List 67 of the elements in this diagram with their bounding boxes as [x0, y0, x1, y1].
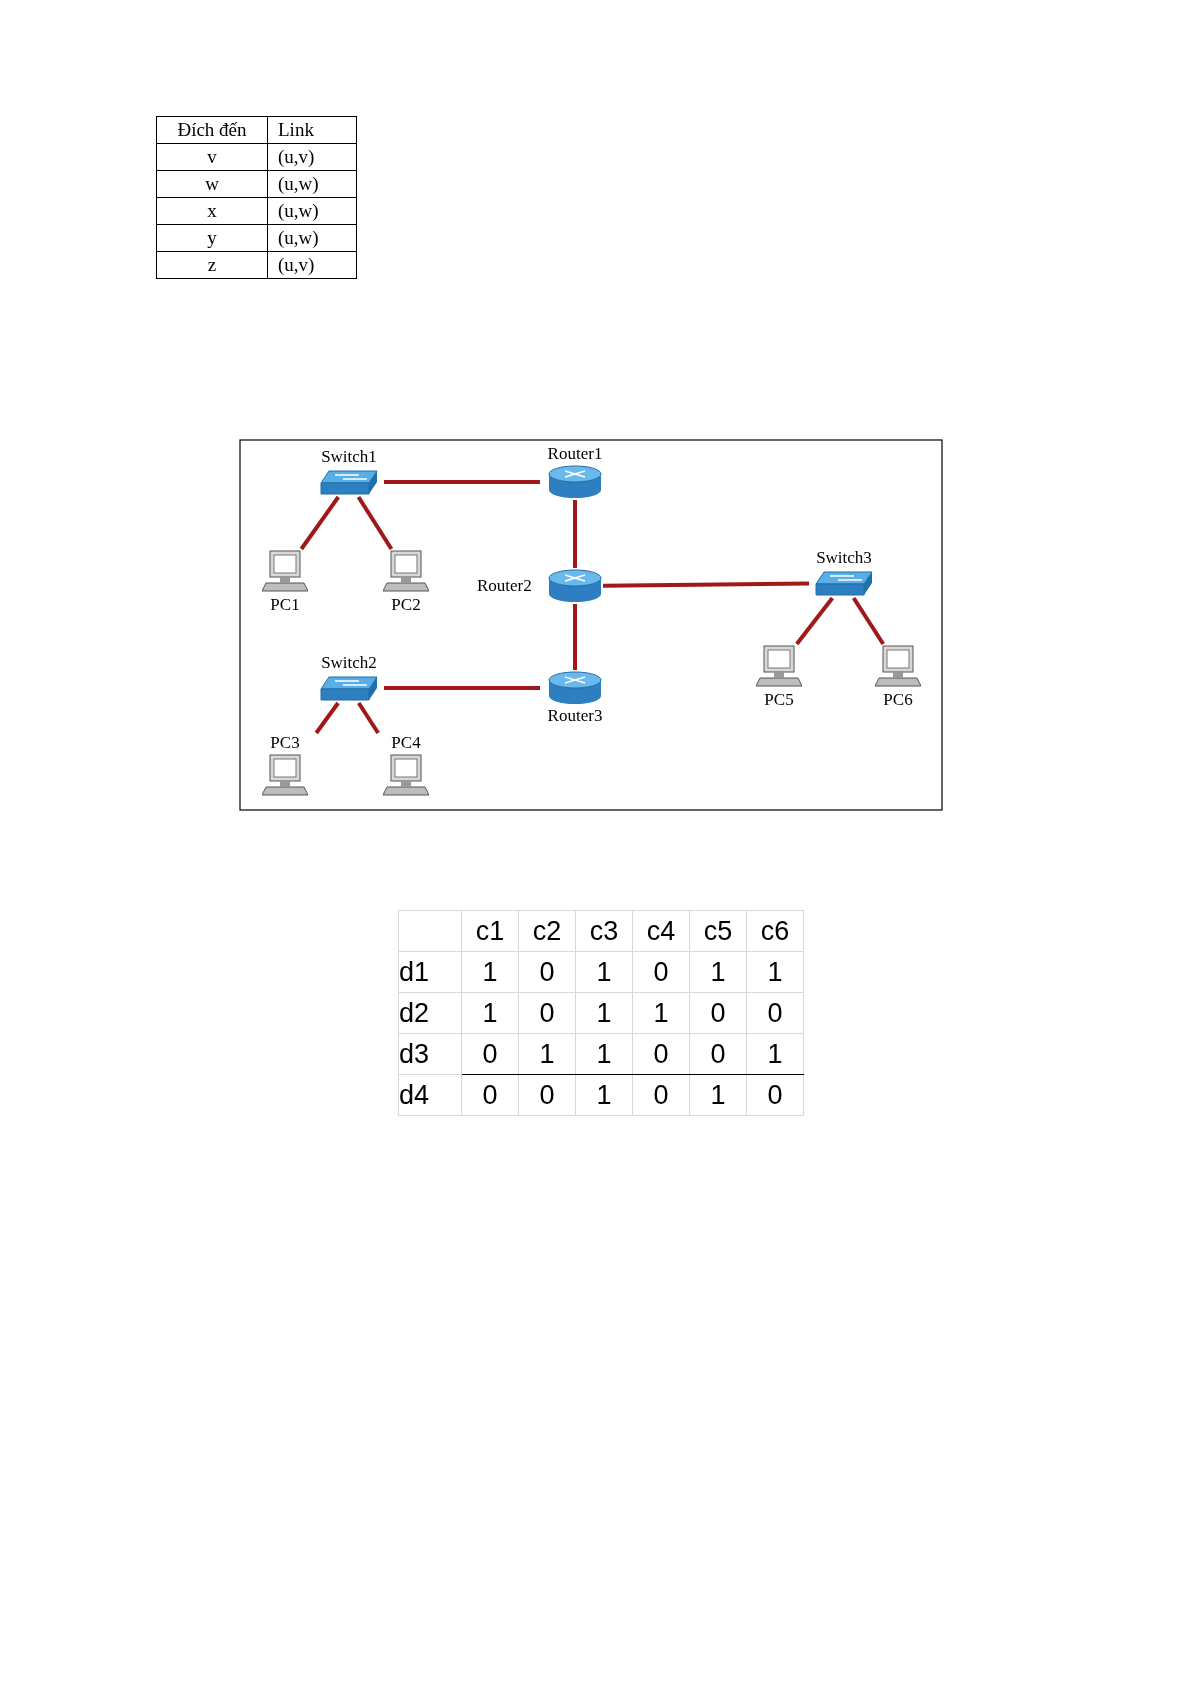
- device-label: PC5: [764, 690, 794, 710]
- device-label: Router1: [547, 444, 603, 464]
- table-cell: c6: [746, 910, 804, 952]
- table-cell: 0: [689, 1033, 747, 1075]
- table-cell: 1: [518, 1033, 576, 1075]
- table-cell: 1: [746, 1033, 804, 1075]
- table-cell: x: [156, 197, 268, 225]
- device-label: PC6: [883, 690, 913, 710]
- network-link: [602, 581, 810, 588]
- table-cell: (u,w): [267, 197, 357, 225]
- device-label: Router2: [477, 576, 533, 596]
- table-cell: 1: [461, 951, 519, 993]
- network-link: [299, 495, 340, 551]
- table-cell: 0: [746, 1074, 804, 1116]
- table-cell: 1: [632, 992, 690, 1034]
- network-link: [384, 480, 540, 484]
- table-cell: 0: [632, 951, 690, 993]
- table-cell: d4: [398, 1074, 462, 1116]
- device-label: Switch1: [321, 447, 377, 467]
- table-cell: c4: [632, 910, 690, 952]
- device-label: Switch3: [816, 548, 872, 568]
- table-cell: 0: [518, 951, 576, 993]
- table-cell: 0: [518, 992, 576, 1034]
- device-label: Switch2: [321, 653, 377, 673]
- table-cell: (u,v): [267, 143, 357, 171]
- table-cell: d2: [398, 992, 462, 1034]
- table-cell: 0: [632, 1033, 690, 1075]
- table-cell: 0: [689, 992, 747, 1034]
- network-link: [795, 596, 834, 646]
- table-cell: 1: [689, 1074, 747, 1116]
- table-cell: (u,w): [267, 224, 357, 252]
- table-cell: y: [156, 224, 268, 252]
- table-cell: Link: [267, 116, 357, 144]
- network-link: [851, 596, 885, 646]
- table-cell: (u,w): [267, 170, 357, 198]
- table-cell: c2: [518, 910, 576, 952]
- network-link: [357, 701, 380, 735]
- device-label: PC1: [270, 595, 300, 615]
- table-cell: (u,v): [267, 251, 357, 279]
- table-cell: 0: [461, 1074, 519, 1116]
- table-cell: 1: [689, 951, 747, 993]
- table-cell: 1: [575, 992, 633, 1034]
- table-cell: 1: [575, 951, 633, 993]
- table-cell: 0: [518, 1074, 576, 1116]
- device-label: PC3: [270, 733, 300, 753]
- table-cell: v: [156, 143, 268, 171]
- table-cell: 1: [461, 992, 519, 1034]
- table-cell: d3: [398, 1033, 462, 1075]
- table-cell: 1: [746, 951, 804, 993]
- network-link: [384, 686, 540, 690]
- table-cell: 1: [575, 1033, 633, 1075]
- table-cell: 0: [632, 1074, 690, 1116]
- network-link: [314, 701, 340, 735]
- table-cell: c3: [575, 910, 633, 952]
- device-label: Router3: [547, 706, 603, 726]
- table-cell: c1: [461, 910, 519, 952]
- table-cell: 1: [575, 1074, 633, 1116]
- table-cell: Đích đến: [156, 116, 268, 144]
- device-label: PC2: [391, 595, 421, 615]
- table-cell: w: [156, 170, 268, 198]
- table-cell: z: [156, 251, 268, 279]
- table-cell: 0: [746, 992, 804, 1034]
- table-cell: c5: [689, 910, 747, 952]
- table-cell: d1: [398, 951, 462, 993]
- device-label: PC4: [391, 733, 421, 753]
- table-cell: 0: [461, 1033, 519, 1075]
- network-link: [356, 495, 394, 551]
